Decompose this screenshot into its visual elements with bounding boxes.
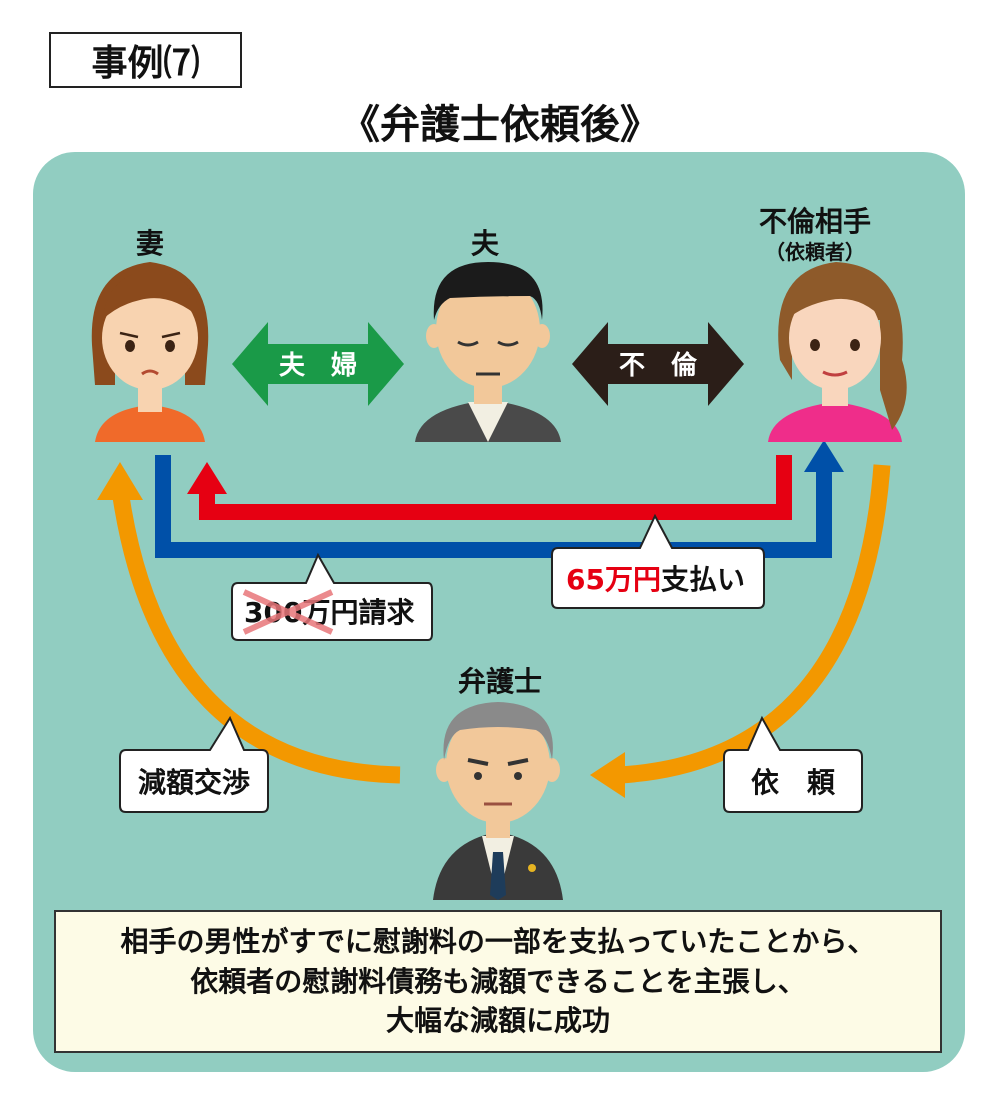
page-title: 《弁護士依頼後》 [340,102,660,148]
strike-cross [242,589,334,635]
affair-label: 不 倫 [619,350,698,381]
lawyer-illustration [433,702,563,900]
lover-illustration [768,262,907,442]
claim-callout: 300万円請求 [231,552,433,641]
request-arrow [619,464,891,784]
negotiation-label: 減額交渉 [138,766,250,799]
request-label: 依 頼 [751,766,836,799]
request-callout: 依 頼 [723,715,863,813]
svg-text:300万円請求: 300万円請求 [244,596,414,629]
wife-label: 妻 [135,227,164,260]
payment-arrow-head [187,462,227,494]
lover-label: 不倫相手 [758,205,871,238]
couple-arrow [232,322,404,406]
husband-illustration [415,262,561,442]
claim-suffix: 請求 [358,596,414,629]
case-label: 事例⑺ [49,32,242,88]
lawyer-label: 弁護士 [457,665,542,698]
payment-arrow [199,455,792,520]
wife-illustration [91,262,209,442]
request-arrow-head [590,752,625,798]
lover-sub-label: （依頼者） [765,240,865,264]
affair-arrow [572,322,744,406]
payment-callout: 65万円支払い [551,513,765,609]
payment-amount: 65万円 [566,563,661,596]
negotiation-arrow [111,488,401,784]
negotiation-callout: 減額交渉 [119,715,269,813]
negotiation-arrow-head [97,462,143,500]
svg-text:65万円支払い: 65万円支払い [566,563,745,596]
claim-arrow-head [804,440,844,472]
claim-arrow [155,455,832,558]
summary-note: 相手の男性がすでに慰謝料の一部を支払っていたことから、 依頼者の慰謝料債務も減額… [54,910,942,1053]
summary-line: 相手の男性がすでに慰謝料の一部を支払っていたことから、 [120,924,876,958]
husband-label: 夫 [470,227,499,260]
summary-line: 依頼者の慰謝料債務も減額できることを主張し、 [190,964,806,998]
payment-suffix: 支払い [661,563,745,596]
summary-line: 大幅な減額に成功 [385,1004,610,1038]
couple-label: 夫 婦 [279,351,357,381]
